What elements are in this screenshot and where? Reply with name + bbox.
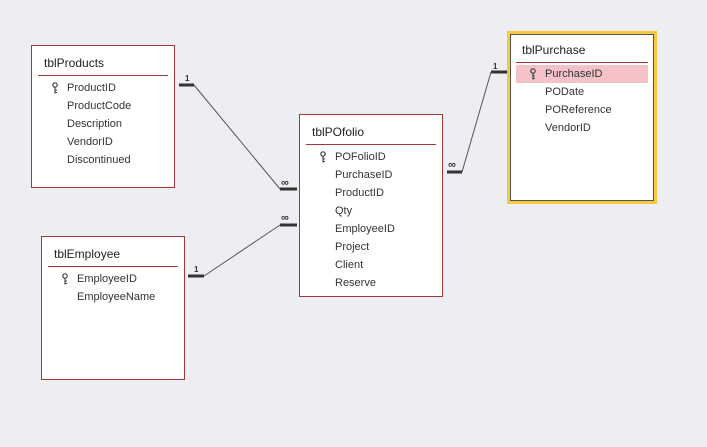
table-products[interactable]: tblProducts ProductID ProductCode Descri… [31, 45, 175, 188]
field-item[interactable]: ProductCode [32, 97, 174, 115]
field-item[interactable]: ProductID [32, 79, 174, 97]
field-item[interactable]: Client [300, 256, 442, 274]
field-name: ProductID [335, 187, 384, 199]
field-list: PurchaseID PODate POReference VendorID [510, 63, 654, 137]
field-name: POFolioID [335, 151, 386, 163]
field-name: ProductID [67, 82, 116, 94]
table-title[interactable]: tblPurchase [522, 43, 586, 57]
field-item[interactable]: Discontinued [32, 151, 174, 169]
field-name: PODate [545, 86, 585, 98]
field-list: ProductID ProductCode Description Vendor… [32, 76, 174, 169]
field-name: Discontinued [67, 154, 131, 166]
table-purchase[interactable]: tblPurchase PurchaseID PODate POReferenc… [507, 31, 657, 204]
field-item[interactable]: POReference [510, 101, 654, 119]
cardinality-one-purchase: 1 [493, 62, 498, 71]
field-name: Reserve [335, 277, 376, 289]
field-name: VendorID [67, 136, 113, 148]
cardinality-many-employee: ∞ [281, 212, 289, 224]
field-name: PurchaseID [545, 68, 603, 80]
table-title[interactable]: tblEmployee [54, 247, 121, 261]
rel-line-products-pofolio-diag [193, 84, 281, 190]
rel-line-employee-pofolio-diag [203, 224, 281, 277]
table-pofolio[interactable]: tblPOfolio POFolioID PurchaseID ProductI… [299, 114, 443, 297]
field-item[interactable]: PurchaseID [300, 166, 442, 184]
field-name: PurchaseID [335, 169, 393, 181]
title-separator [38, 75, 168, 76]
field-name: Client [335, 259, 364, 271]
title-separator [48, 266, 178, 267]
field-name: POReference [545, 104, 612, 116]
field-name: EmployeeName [77, 291, 156, 303]
field-list: POFolioID PurchaseID ProductID Qty Emplo… [300, 145, 442, 292]
key-icon [62, 273, 68, 285]
key-icon [530, 68, 536, 80]
table-content: tblPurchase PurchaseID PODate POReferenc… [510, 34, 654, 137]
field-name: ProductCode [67, 100, 132, 112]
field-name: VendorID [545, 122, 591, 134]
cardinality-many-purchase: ∞ [448, 159, 456, 171]
table-employee[interactable]: tblEmployee EmployeeID EmployeeName [41, 236, 185, 380]
field-name: Description [67, 118, 123, 130]
field-item[interactable]: PODate [510, 83, 654, 101]
cardinality-one-products: 1 [185, 74, 190, 83]
field-list: EmployeeID EmployeeName [42, 267, 184, 306]
field-item[interactable]: VendorID [510, 119, 654, 137]
field-item[interactable]: EmployeeID [42, 270, 184, 288]
key-icon [52, 82, 58, 94]
field-name: Qty [335, 205, 353, 217]
title-separator [306, 144, 436, 145]
field-item-selected[interactable]: PurchaseID [516, 65, 648, 83]
field-item[interactable]: Qty [300, 202, 442, 220]
table-title[interactable]: tblProducts [44, 56, 105, 70]
field-item[interactable]: ProductID [300, 184, 442, 202]
field-name: EmployeeID [335, 223, 395, 235]
field-item[interactable]: POFolioID [300, 148, 442, 166]
field-name: Project [335, 241, 370, 253]
field-item[interactable]: VendorID [32, 133, 174, 151]
field-item[interactable]: EmployeeName [42, 288, 184, 306]
field-item[interactable]: Project [300, 238, 442, 256]
table-title[interactable]: tblPOfolio [312, 125, 365, 139]
field-item[interactable]: Description [32, 115, 174, 133]
field-name: EmployeeID [77, 273, 137, 285]
rel-line-pofolio-purchase-diag [461, 71, 492, 173]
field-item[interactable]: Reserve [300, 274, 442, 292]
title-separator [516, 62, 648, 63]
cardinality-one-employee: 1 [194, 265, 199, 274]
field-item[interactable]: EmployeeID [300, 220, 442, 238]
key-icon [320, 151, 326, 163]
table-inner-border [510, 34, 654, 201]
cardinality-many-products: ∞ [281, 177, 289, 189]
